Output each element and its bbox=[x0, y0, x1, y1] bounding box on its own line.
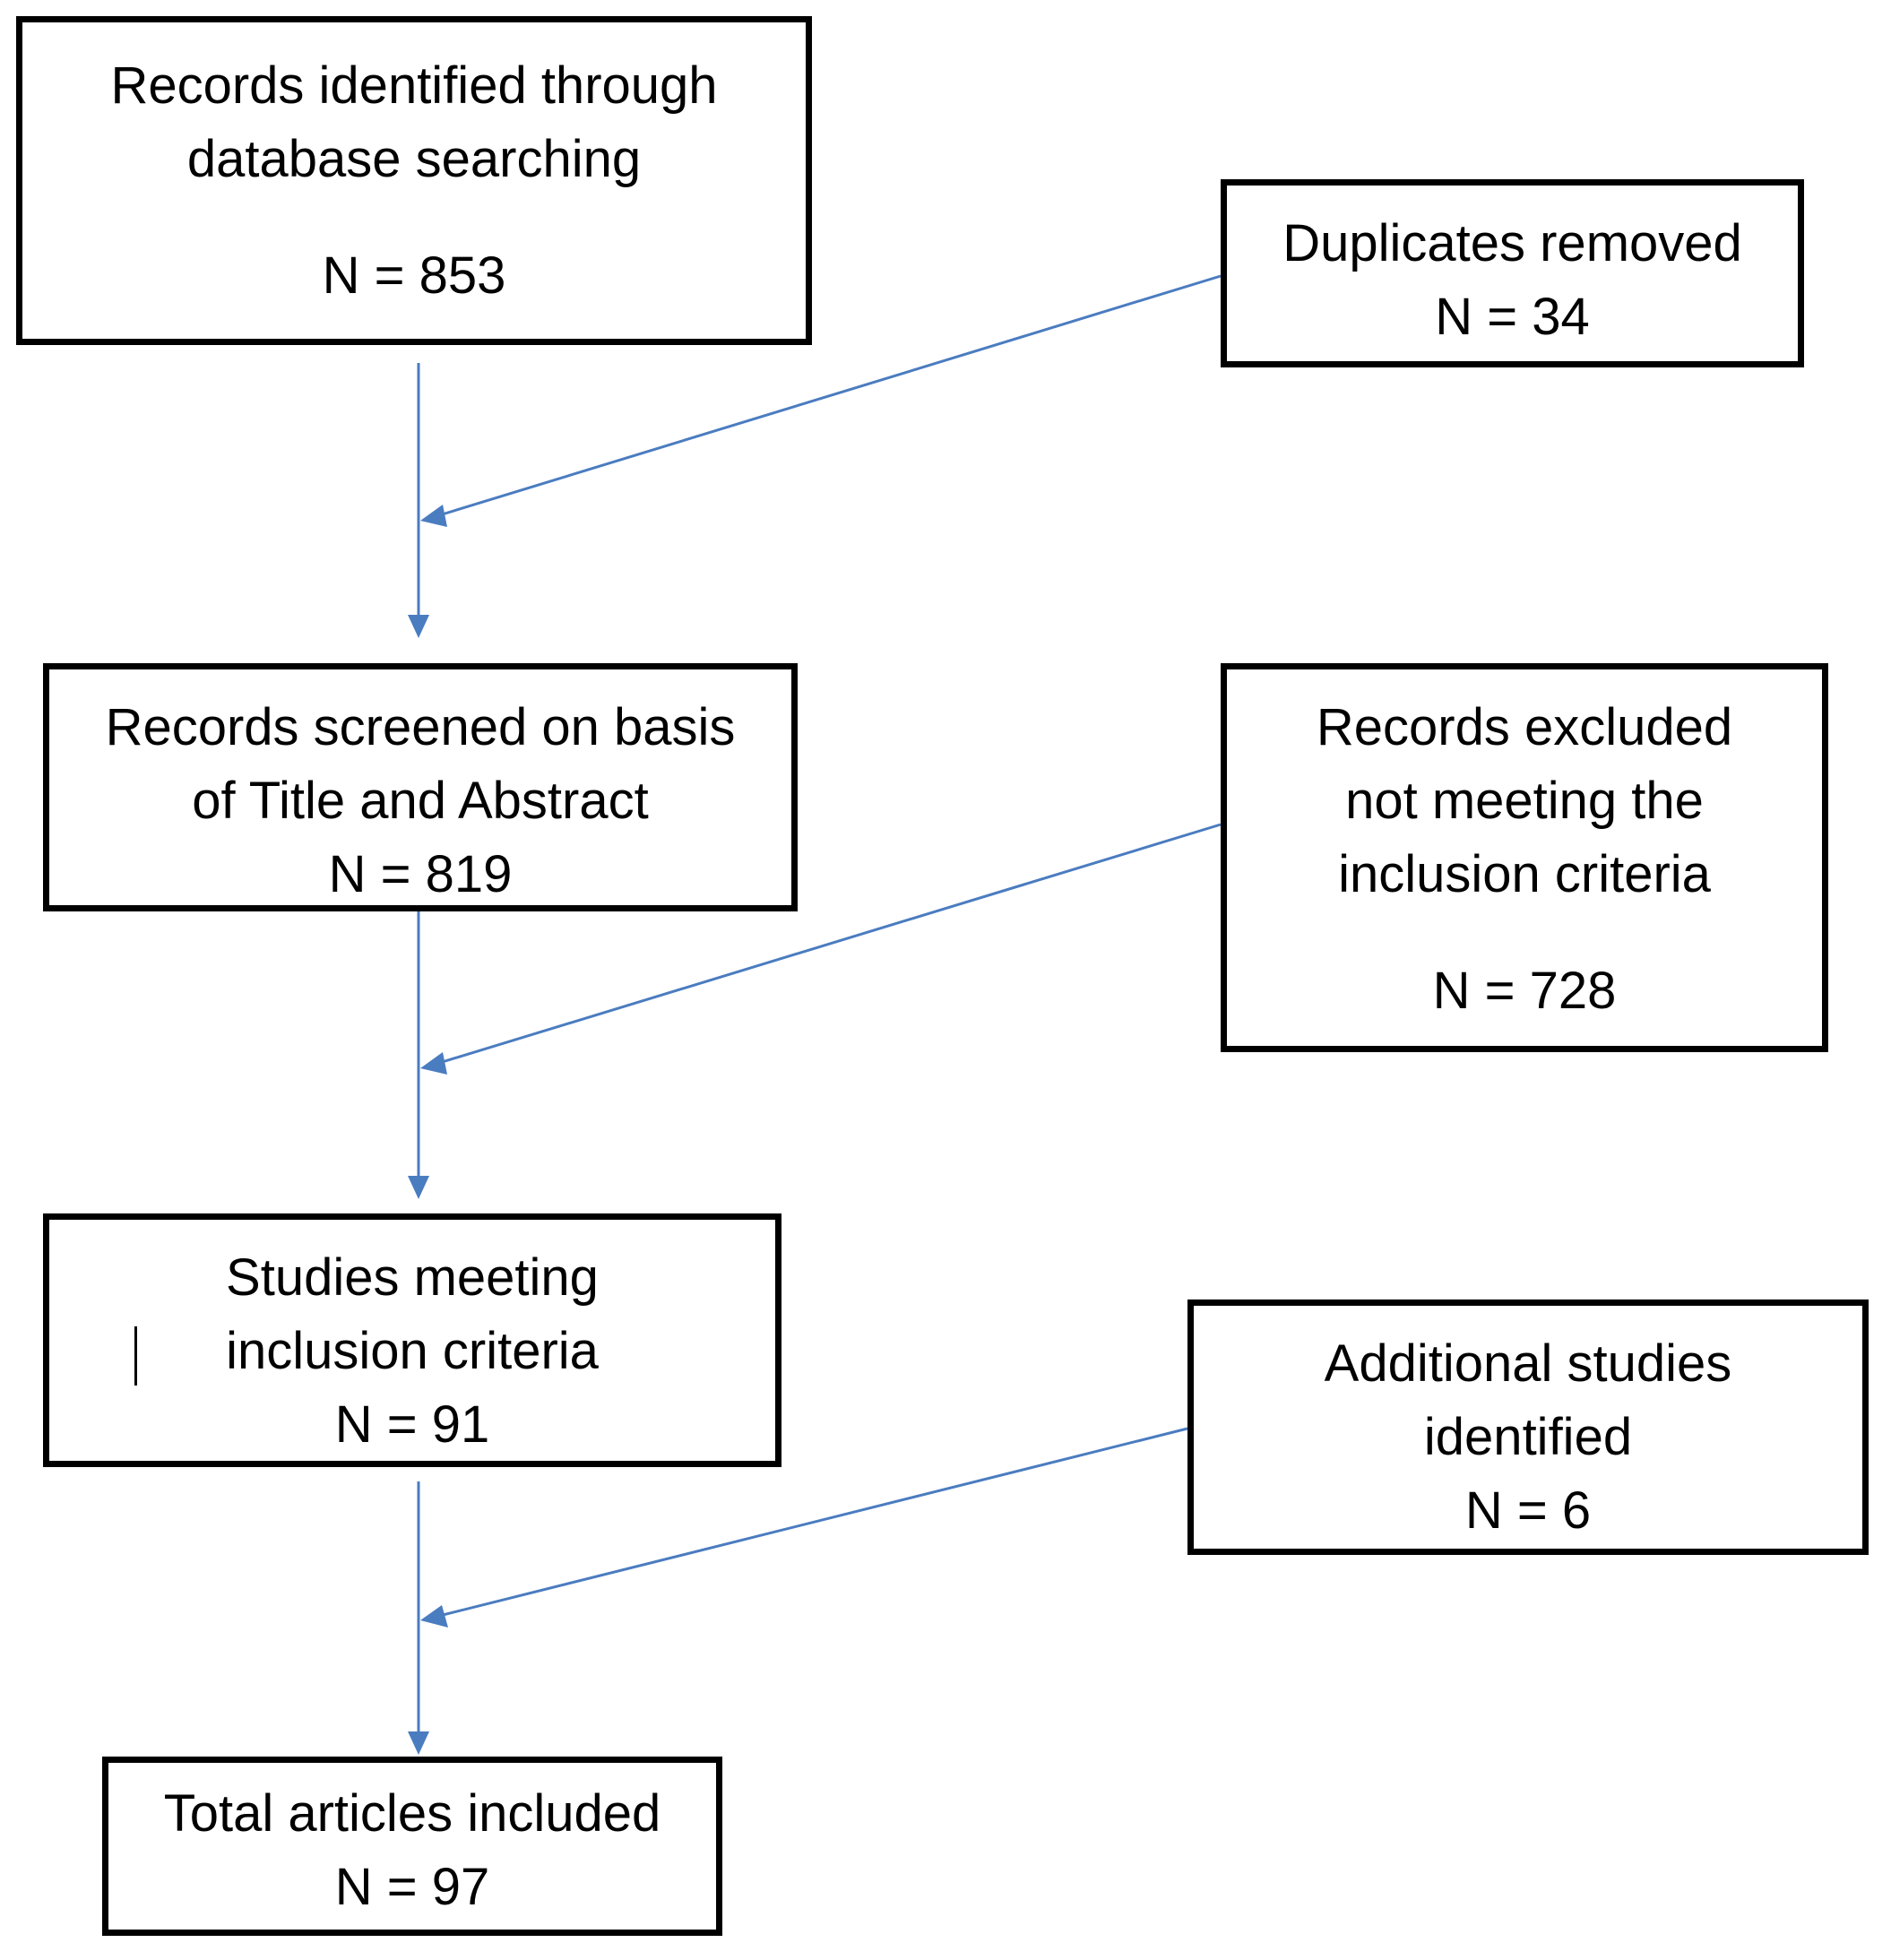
additional-studies-label-line-1: Additional studies bbox=[1324, 1334, 1732, 1393]
additional-studies-label-line-2: identified bbox=[1423, 1408, 1633, 1466]
duplicates-removed-label: Duplicates removed bbox=[1282, 214, 1742, 272]
records-excluded-box: Records excluded not meeting the inclusi… bbox=[1221, 663, 1828, 1052]
records-identified-count: N = 853 bbox=[322, 246, 506, 305]
text-cursor-mark bbox=[134, 1326, 137, 1386]
studies-meeting-label-line-1: Studies meeting bbox=[226, 1248, 599, 1307]
records-excluded-label-line-2: not meeting the bbox=[1345, 772, 1704, 830]
records-excluded-count: N = 728 bbox=[1432, 962, 1617, 1020]
records-excluded-label-line-3: inclusion criteria bbox=[1338, 845, 1711, 903]
total-articles-label: Total articles included bbox=[163, 1784, 661, 1843]
studies-meeting-criteria-box: Studies meeting inclusion criteria N = 9… bbox=[43, 1213, 781, 1467]
arrow-identified-to-screened-head bbox=[408, 615, 429, 638]
total-articles-box: Total articles included N = 97 bbox=[102, 1757, 722, 1936]
arrow-meeting-to-total-head bbox=[408, 1731, 429, 1755]
arrow-additional-line bbox=[438, 1427, 1188, 1618]
records-excluded-label-line-1: Records excluded bbox=[1316, 698, 1733, 756]
studies-meeting-label-line-2: inclusion criteria bbox=[226, 1322, 599, 1380]
records-identified-box: Records identified through database sear… bbox=[16, 16, 812, 345]
additional-studies-count: N = 6 bbox=[1464, 1481, 1592, 1540]
studies-meeting-count: N = 91 bbox=[334, 1395, 490, 1454]
records-identified-label-line-2: database searching bbox=[186, 130, 642, 188]
records-screened-box: Records screened on basis of Title and A… bbox=[43, 663, 798, 911]
spacer bbox=[1227, 911, 1822, 954]
arrow-excluded-line bbox=[438, 823, 1222, 1065]
main-flow-arrows bbox=[408, 363, 429, 1755]
additional-studies-box: Additional studies identified N = 6 bbox=[1187, 1299, 1869, 1555]
duplicates-removed-box: Duplicates removed N = 34 bbox=[1221, 179, 1804, 367]
arrow-additional-head bbox=[420, 1605, 448, 1628]
spacer bbox=[22, 196, 806, 239]
records-identified-label-line-1: Records identified through bbox=[110, 56, 718, 115]
arrow-duplicates-head bbox=[420, 505, 447, 527]
records-screened-label-line-1: Records screened on basis bbox=[105, 698, 736, 756]
total-articles-count: N = 97 bbox=[334, 1858, 490, 1916]
duplicates-removed-count: N = 34 bbox=[1435, 288, 1590, 346]
records-screened-label-line-2: of Title and Abstract bbox=[192, 772, 649, 830]
records-screened-count: N = 819 bbox=[328, 845, 513, 903]
arrow-excluded-head bbox=[420, 1052, 447, 1075]
arrow-screened-to-meeting-head bbox=[408, 1176, 429, 1199]
arrow-duplicates-line bbox=[438, 274, 1222, 517]
side-flow-arrows bbox=[420, 274, 1222, 1628]
